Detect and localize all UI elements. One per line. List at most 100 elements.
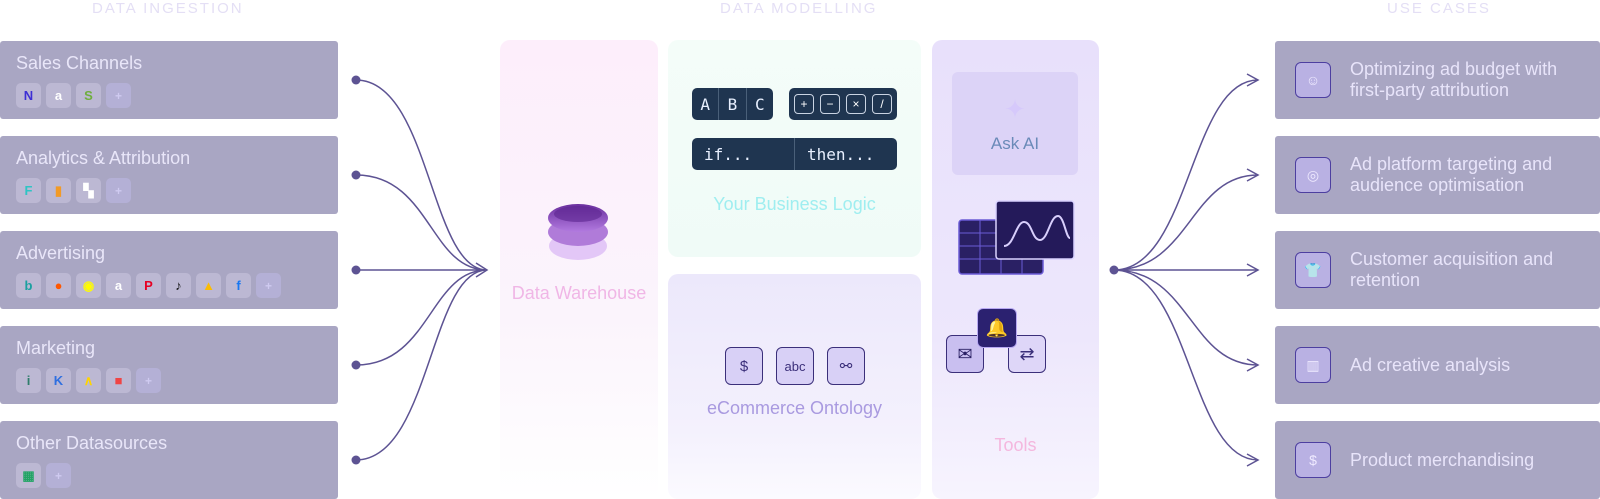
attentive-logo-icon: ∧ (76, 368, 101, 393)
use-case-text: Product merchandising (1350, 449, 1535, 470)
amazon-ads-logo-icon: a (106, 273, 131, 298)
ask-ai-label: Ask AI (990, 134, 1040, 153)
connector-dot (351, 75, 361, 85)
more-icon: + (46, 463, 71, 488)
source-icons: F▮▚+ (16, 178, 131, 203)
facebook-logo-icon: f (226, 273, 251, 298)
ecommerce-ontology-label: eCommerce Ontology (706, 398, 883, 418)
amazon-logo-icon: a (46, 83, 71, 108)
source-card[interactable]: Other Datasources ▦+ (0, 421, 338, 499)
reddit-logo-icon: ● (46, 273, 71, 298)
use-case-card[interactable]: ▥ Ad creative analysis (1275, 326, 1600, 404)
notification-bell-icon: 🔔 (977, 308, 1017, 348)
connector-dot (1109, 265, 1119, 275)
source-icons: ▦+ (16, 463, 71, 488)
abc-icon: abc (776, 347, 814, 385)
ecommerce-ontology-panel: eCommerce Ontology (668, 274, 921, 499)
bing-logo-icon: b (16, 273, 41, 298)
connector-line (355, 269, 488, 366)
if-then-key: if... then... (692, 138, 897, 170)
source-title: Analytics & Attribution (16, 148, 191, 168)
source-title: Marketing (16, 338, 96, 358)
use-cases-header: USE CASES (1387, 0, 1491, 17)
sparkle-icon: ✦ (1004, 94, 1026, 124)
connector-line (355, 269, 488, 461)
connector-line (355, 79, 488, 271)
use-case-text: Ad platform targeting and audience optim… (1350, 154, 1553, 195)
klaviyo-logo-icon: N (16, 83, 41, 108)
analytics-logo-icon: F (16, 178, 41, 203)
source-title: Other Datasources (16, 433, 168, 453)
data-warehouse-label: Data Warehouse (511, 283, 647, 303)
if-cell: if... (704, 144, 753, 164)
arrow-head (1246, 73, 1260, 87)
use-case-text: Customer acquisition and retention (1350, 249, 1554, 290)
operators-key: + − × / (789, 88, 897, 120)
source-title: Advertising (16, 243, 106, 263)
google-sheets-icon: ▦ (16, 463, 41, 488)
shirt-icon: 👕 (1295, 252, 1331, 288)
connector-line (1113, 79, 1259, 271)
snapchat-logo-icon: ◉ (76, 273, 101, 298)
letter-cell: A (700, 94, 710, 114)
tiktok-logo-icon: ♪ (166, 273, 191, 298)
use-case-card[interactable]: 👕 Customer acquisition and retention (1275, 231, 1600, 309)
google-ads-logo-icon: ▲ (196, 273, 221, 298)
more-icon: + (106, 178, 131, 203)
data-warehouse-panel: Data Warehouse (500, 40, 658, 499)
data-modelling-header: DATA MODELLING (720, 0, 878, 17)
dollar-icon: $ (725, 347, 763, 385)
dashboard-charts-icon (958, 200, 1075, 275)
database-stack-icon (548, 204, 608, 260)
use-case-text: Ad creative analysis (1350, 354, 1511, 375)
letters-key: A B C (692, 88, 773, 120)
more-icon: + (256, 273, 281, 298)
marketing-logo-icon: i (16, 368, 41, 393)
connector-dot (351, 170, 361, 180)
business-logic-panel: A B C + − × / if... then... Your Busines… (668, 40, 921, 257)
source-title: Sales Channels (16, 53, 143, 73)
connector-line (1113, 269, 1259, 461)
target-icon: ◎ (1295, 157, 1331, 193)
plus-operator-icon: + (794, 94, 814, 114)
recharge-logo-icon: K (46, 368, 71, 393)
connector-line (1113, 174, 1259, 271)
connector-dot (351, 360, 361, 370)
postscript-logo-icon: ■ (106, 368, 131, 393)
data-ingestion-header: DATA INGESTION (92, 0, 244, 17)
multiply-operator-icon: × (846, 94, 866, 114)
arrow-head (1246, 358, 1260, 372)
use-case-card[interactable]: ◎ Ad platform targeting and audience opti… (1275, 136, 1600, 214)
tools-panel: ✦ Ask AI ✉ ⇄ 🔔 Tools (932, 40, 1099, 499)
connector-line (1113, 269, 1259, 366)
attribution-logo-icon: ▚ (76, 178, 101, 203)
ask-ai-card[interactable]: ✦ Ask AI (952, 72, 1078, 175)
use-case-card[interactable]: $ Product merchandising (1275, 421, 1600, 499)
letter-cell: C (745, 88, 773, 120)
pinterest-logo-icon: P (136, 273, 161, 298)
more-icon: + (106, 83, 131, 108)
use-case-card[interactable]: ☺ Optimizing ad budget with first-party a… (1275, 41, 1600, 119)
arrow-head (1246, 453, 1260, 467)
bar-chart-icon: ▥ (1295, 347, 1331, 383)
dollar-icon: $ (1295, 442, 1331, 478)
use-case-text: Optimizing ad budget with first-party at… (1350, 59, 1558, 100)
arrow-head (475, 262, 489, 278)
audience-icon: ☺ (1295, 62, 1331, 98)
arrow-head (1246, 168, 1260, 182)
business-logic-label: Your Business Logic (713, 194, 876, 214)
tools-label: Tools (994, 435, 1037, 455)
minus-operator-icon: − (820, 94, 840, 114)
arrow-head (1246, 263, 1260, 277)
connector-dot (351, 265, 361, 275)
sync-arrows-icon: ⇄ (1008, 335, 1046, 373)
shopify-logo-icon: S (76, 83, 101, 108)
